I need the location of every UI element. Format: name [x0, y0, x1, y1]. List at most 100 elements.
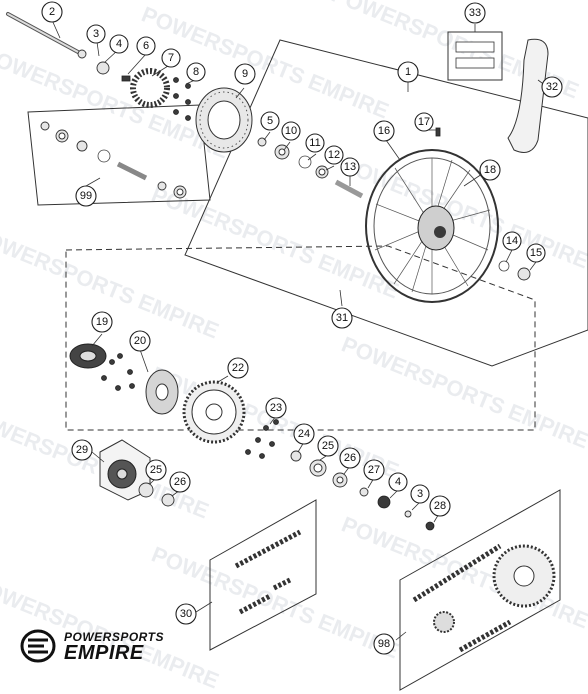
callout-18: 18 [479, 159, 501, 181]
svg-text:2: 2 [49, 6, 55, 18]
callout-3: 3 [86, 24, 106, 44]
svg-text:23: 23 [270, 402, 282, 414]
chain-kit [412, 543, 556, 653]
svg-text:16: 16 [378, 125, 390, 137]
svg-text:13: 13 [344, 161, 356, 173]
callout-15: 15 [526, 243, 546, 263]
svg-text:19: 19 [96, 316, 108, 328]
callout-5: 5 [260, 111, 280, 131]
svg-text:17: 17 [418, 116, 430, 128]
bearing-kit-frame [27, 104, 211, 206]
svg-text:98: 98 [378, 638, 390, 650]
svg-text:20: 20 [134, 335, 146, 347]
svg-text:11: 11 [309, 137, 320, 149]
svg-text:24: 24 [298, 428, 310, 440]
svg-text:5: 5 [267, 115, 273, 127]
svg-text:99: 99 [80, 190, 92, 202]
cush-drive-rubbers [69, 343, 107, 369]
chain [234, 529, 302, 615]
svg-text:30: 30 [180, 608, 192, 620]
sprocket-small [130, 68, 170, 108]
bearing [138, 482, 154, 498]
sticker [455, 41, 495, 53]
callout-24: 24 [293, 423, 315, 445]
callout-16: 16 [373, 120, 395, 142]
brake-disc-holes [199, 91, 249, 149]
watermark-text: POWERSPORTS EMPIRE [338, 151, 588, 273]
svg-text:4: 4 [395, 476, 401, 488]
callout-26: 26 [339, 447, 361, 469]
svg-text:33: 33 [469, 7, 481, 19]
brand-logo: POWERSPORTS EMPIRE [18, 628, 188, 664]
callout-33: 33 [464, 2, 486, 24]
watermark-text: POWERSPORTS EMPIRE [338, 331, 588, 453]
hub-assembly-frame [65, 245, 536, 431]
bearing-kit-parts [40, 121, 187, 199]
callout-9: 9 [234, 63, 256, 85]
callout-17: 17 [414, 112, 434, 132]
chain-frame [209, 499, 317, 651]
callout-30: 30 [175, 603, 197, 625]
svg-text:18: 18 [484, 164, 496, 176]
callout-7: 7 [161, 48, 181, 68]
watermark-text: POWERSPORTS EMPIRE [148, 181, 402, 303]
axle-nut [96, 61, 110, 75]
callout-98: 98 [373, 633, 395, 655]
callout-10: 10 [281, 121, 301, 141]
svg-text:12: 12 [328, 149, 340, 161]
callout-27: 27 [363, 459, 385, 481]
sprocket-nuts [245, 419, 279, 459]
inner-tube [507, 38, 549, 153]
svg-text:25: 25 [150, 464, 162, 476]
callout-22: 22 [227, 357, 249, 379]
watermark-text: POWERSPORTS EMPIRE [0, 41, 232, 163]
shaft-seal [161, 493, 175, 507]
svg-text:3: 3 [93, 28, 99, 40]
bolt-set [173, 77, 191, 121]
callout-19: 19 [91, 311, 113, 333]
bearing [517, 267, 531, 281]
svg-text:9: 9 [242, 68, 248, 80]
washer [77, 49, 87, 59]
svg-text:6: 6 [143, 40, 149, 52]
axle-highlight [7, 13, 79, 53]
callout-12: 12 [324, 145, 344, 165]
callout-4: 4 [109, 34, 129, 54]
svg-text:15: 15 [530, 247, 542, 259]
svg-text:32: 32 [546, 81, 558, 93]
callout-99: 99 [75, 185, 97, 207]
brand-emblem-icon [20, 629, 56, 663]
svg-text:1: 1 [405, 66, 411, 78]
rear-sprocket [182, 380, 246, 444]
callout-13: 13 [340, 157, 360, 177]
svg-text:26: 26 [344, 452, 356, 464]
svg-text:14: 14 [506, 235, 518, 247]
callout-32: 32 [541, 76, 563, 98]
brand-name-line1: POWERSPORTS [64, 630, 164, 644]
callout-2: 2 [41, 1, 63, 23]
valve [435, 127, 441, 137]
callout-28: 28 [429, 495, 451, 517]
sprocket-carrier [145, 369, 179, 415]
callout-31: 31 [331, 307, 353, 329]
carrier-bolts [101, 353, 135, 391]
carrier-spacers [290, 450, 435, 531]
sticker [455, 57, 495, 69]
callout-11: 11 [305, 133, 325, 153]
svg-text:3: 3 [417, 488, 423, 500]
svg-text:7: 7 [168, 52, 174, 64]
callout-3-lower: 3 [410, 484, 430, 504]
callout-25: 25 [317, 435, 339, 457]
brake-disc-center [207, 100, 241, 140]
callout-25-lower: 25 [145, 459, 167, 481]
brand-name-line2: EMPIRE [64, 642, 144, 664]
callout-14: 14 [502, 231, 522, 251]
spacer-ring [498, 260, 510, 272]
spoked-wheel [365, 149, 499, 303]
callout-1: 1 [397, 61, 419, 83]
callout-20: 20 [129, 330, 151, 352]
svg-text:10: 10 [285, 125, 297, 137]
callout-29: 29 [71, 439, 93, 461]
chain-kit-frame [399, 489, 561, 691]
svg-text:8: 8 [193, 66, 199, 78]
